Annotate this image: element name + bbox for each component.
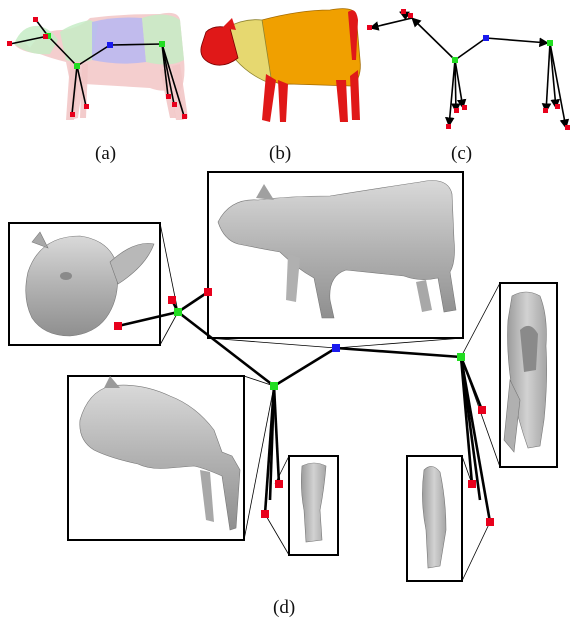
panel-b <box>201 9 360 122</box>
cow-b-ear-segment <box>222 18 236 30</box>
panel-c <box>367 9 570 130</box>
hind-mesh <box>504 292 547 452</box>
endpoint-node <box>454 108 459 113</box>
endpoint-node <box>367 25 372 30</box>
endpoint-node <box>204 288 212 296</box>
panel-d <box>9 172 557 581</box>
junction-node <box>270 382 278 390</box>
endpoint-node <box>84 104 89 109</box>
junction-node <box>159 41 165 47</box>
panel-a-label: (a) <box>95 143 116 165</box>
endpoint-node <box>114 322 122 330</box>
cow-b-body-segment <box>262 9 360 86</box>
panel-b-label: (b) <box>269 143 291 165</box>
endpoint-node <box>446 124 451 129</box>
endpoint-node <box>182 114 187 119</box>
endpoint-node <box>408 13 413 18</box>
junction-node <box>174 308 182 316</box>
endpoint-node <box>33 17 38 22</box>
endpoint-node <box>543 108 548 113</box>
cow-a-body-overlay <box>92 18 146 64</box>
panel-a <box>7 13 188 120</box>
endpoint-node <box>7 41 12 46</box>
panel-d-label: (d) <box>273 597 295 619</box>
endpoint-node <box>275 480 283 488</box>
endpoint-node <box>486 518 494 526</box>
endpoint-node <box>478 406 486 414</box>
root-node <box>107 42 113 48</box>
endpoint-node <box>166 94 171 99</box>
root-node <box>483 35 489 41</box>
junction-node <box>547 40 553 46</box>
endpoint-node <box>462 105 467 110</box>
endpoint-node <box>565 125 570 130</box>
endpoint-node <box>172 102 177 107</box>
endpoint-node <box>43 34 48 39</box>
root-node <box>332 344 340 352</box>
junction-node <box>452 57 458 63</box>
endpoint-node <box>555 104 560 109</box>
endpoint-node <box>261 510 269 518</box>
junction-node <box>74 63 80 69</box>
endpoint-node <box>168 296 176 304</box>
panel-c-label: (c) <box>451 143 472 165</box>
endpoint-node <box>468 480 476 488</box>
skeleton-c-lines <box>370 12 566 128</box>
endpoint-node <box>401 9 406 14</box>
endpoint-node <box>70 112 75 117</box>
junction-node <box>457 353 465 361</box>
